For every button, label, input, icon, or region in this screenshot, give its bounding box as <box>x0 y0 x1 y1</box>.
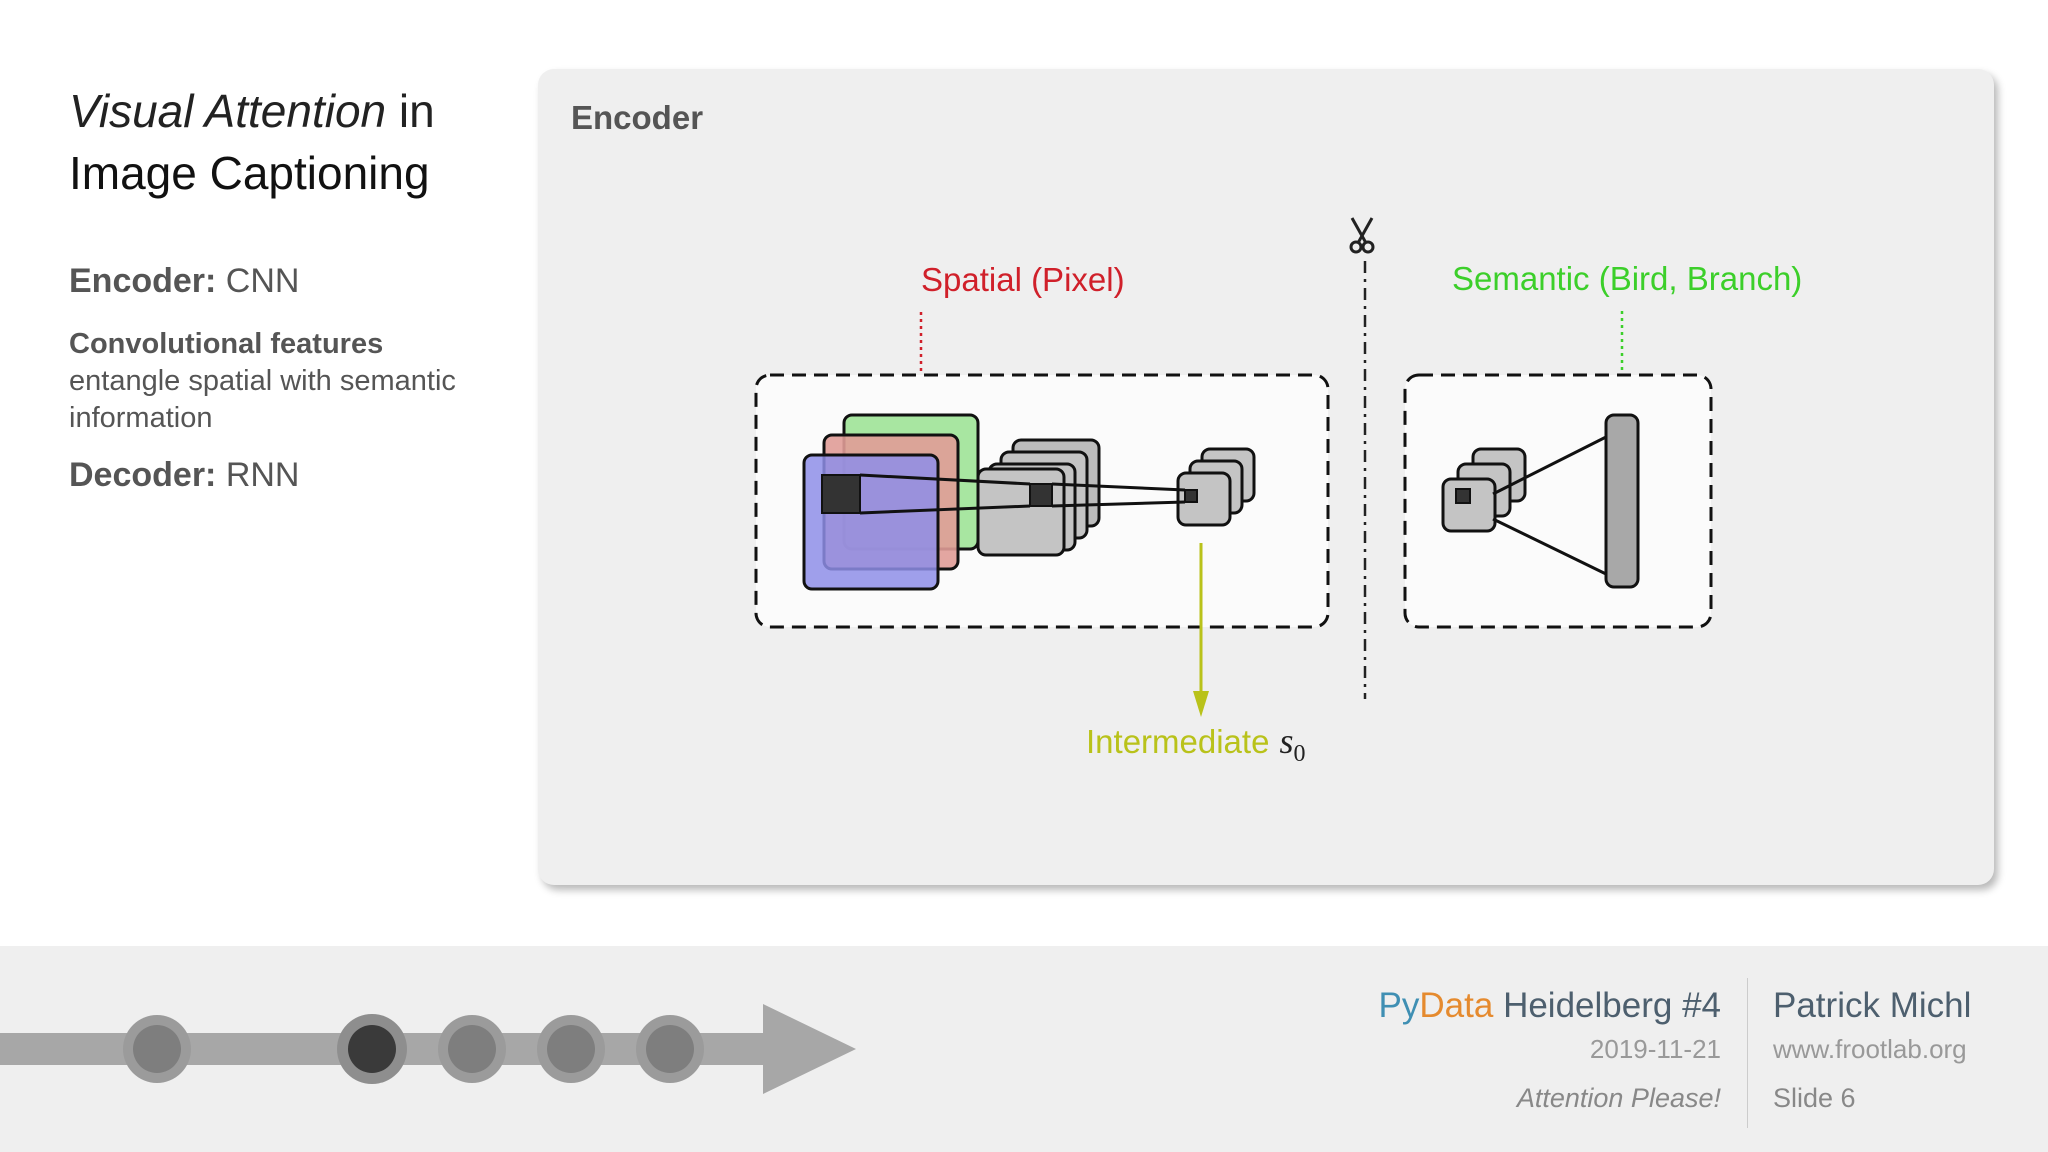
semantic-connection-bottom <box>1492 517 1607 576</box>
spatial-label: Spatial (Pixel) <box>921 261 1125 298</box>
semantic-receptive-field <box>1455 488 1471 504</box>
timeline-marker-4 <box>537 1015 605 1083</box>
conv-text: entangle spatial with semantic informati… <box>69 365 456 434</box>
semantic-connection-top <box>1492 435 1607 496</box>
event-date: 2019-11-21 <box>1589 1034 1721 1064</box>
slide-title: Visual Attention in Image Captioning <box>69 80 489 204</box>
conv-block: Convolutional features entangle spatial … <box>69 326 489 437</box>
semantic-label: Semantic (Bird, Branch) <box>1452 260 1802 297</box>
timeline-marker-current <box>337 1014 407 1084</box>
title-connector: in <box>386 85 435 137</box>
event-data: Data <box>1419 986 1494 1025</box>
progress-timeline <box>0 1004 856 1094</box>
event-rest: Heidelberg #4 <box>1493 986 1721 1025</box>
title-line-2: Image Captioning <box>69 147 430 199</box>
event-py: Py <box>1378 986 1420 1025</box>
encoder-line: Encoder: CNN <box>69 262 299 301</box>
decoder-value: RNN <box>216 456 300 494</box>
conv3-layer-3 <box>1176 471 1232 527</box>
decoder-label: Decoder: <box>69 456 217 494</box>
title-line-1: Visual Attention in <box>69 80 489 142</box>
timeline-marker-5 <box>636 1015 704 1083</box>
intermediate-text: Intermediate <box>1086 723 1269 760</box>
decoder-line: Decoder: RNN <box>69 456 299 495</box>
encoder-value: CNN <box>216 262 300 300</box>
conv-heading: Convolutional features <box>69 328 384 360</box>
receptive-field-connections <box>859 473 1186 515</box>
encoder-card: Encoder Spatial (Pixel) Semantic (Bird, … <box>538 69 1994 885</box>
author-website[interactable]: www.frootlab.org <box>1773 1034 1967 1064</box>
semantic-layer-3 <box>1441 477 1497 533</box>
input-receptive-field <box>821 474 861 514</box>
talk-title: Attention Please! <box>1516 1083 1721 1113</box>
slide-number: Slide 6 <box>1773 1083 1856 1113</box>
author-name: Patrick Michl <box>1773 986 1972 1025</box>
footer-bar: PyData Heidelberg #4 2019-11-21 Attentio… <box>0 946 2048 1152</box>
conv3-receptive-field <box>1184 489 1198 503</box>
timeline-marker-3 <box>438 1015 506 1083</box>
scissors-icon <box>1349 217 1375 254</box>
encoder-diagram: Spatial (Pixel) Semantic (Bird, Branch) … <box>754 217 1802 767</box>
encoder-label: Encoder: <box>69 262 217 300</box>
title-italic: Visual Attention <box>69 85 387 137</box>
timeline-arrowhead <box>763 1004 856 1094</box>
footer-divider <box>1747 978 1748 1128</box>
conv2-receptive-field <box>1029 483 1053 507</box>
event-name: PyData Heidelberg #4 <box>1379 986 1721 1026</box>
intermediate-label: Intermediate s0 <box>1086 721 1305 767</box>
card-title: Encoder <box>571 99 704 136</box>
intermediate-arrowhead <box>1193 691 1209 717</box>
intermediate-symbol: s <box>1279 721 1293 761</box>
intermediate-subscript: 0 <box>1293 741 1305 767</box>
fully-connected-layer <box>1604 413 1640 589</box>
timeline-marker-1 <box>123 1015 191 1083</box>
